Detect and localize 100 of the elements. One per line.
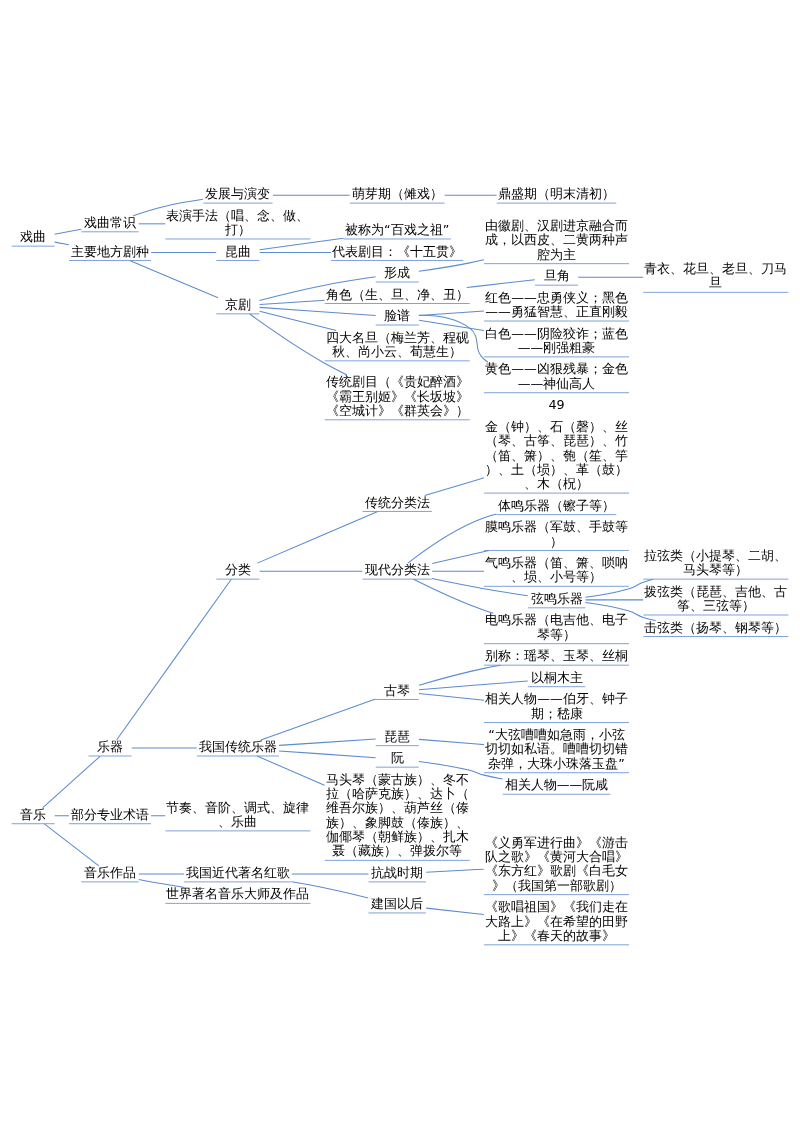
connector: [444, 194, 498, 196]
node-text: 体鸣乐器（镲子等）: [498, 497, 616, 513]
connector: [418, 314, 489, 363]
connector: [256, 755, 326, 786]
connector: [259, 252, 332, 254]
connector: [418, 680, 529, 691]
connector: [466, 279, 536, 289]
node-text: 音乐作品: [84, 864, 137, 880]
connector: [150, 815, 166, 817]
connector: [418, 761, 504, 780]
connector: [413, 578, 494, 614]
node-text: 我国近代著名红歌: [185, 864, 290, 880]
connector: [54, 241, 70, 246]
connector: [131, 747, 198, 749]
connector: [291, 873, 369, 875]
node-text: 阮: [390, 750, 404, 766]
connector: [259, 306, 377, 317]
node-text: 发展与演变: [205, 186, 271, 202]
node-text: 表演手法（唱、念、做、打）: [166, 207, 310, 238]
node-text: 鼎盛期（明末清初）: [498, 186, 616, 202]
node-text: 膜鸣乐器（军鼓、手鼓等）: [485, 519, 629, 549]
node-text: 红色——忠勇侠义；黑色——勇猛智慧、正直刚毅: [485, 289, 628, 320]
node-text: 世界著名音乐大师及作品: [166, 886, 310, 902]
connector: [138, 878, 185, 888]
node-text: 《义勇军进行曲》《游击队之歌》《黄河大合唱》《东方红》歌剧《白毛女》（我国第一部歌剧）: [485, 834, 629, 893]
node-text: 以桐木主: [530, 669, 583, 685]
node-text: 乐器: [97, 739, 124, 755]
connector: [54, 228, 82, 235]
node-text: 分类: [224, 562, 251, 578]
label: 49: [548, 397, 565, 413]
node-text: 现代分类法: [364, 562, 430, 578]
connector: [431, 578, 529, 597]
connector: [258, 276, 377, 301]
connector: [424, 477, 485, 496]
connector: [577, 276, 644, 278]
node-text: 弦鸣乐器: [530, 590, 583, 606]
connector: [42, 755, 101, 809]
connector: [431, 570, 485, 572]
connector: [259, 310, 337, 332]
node-text: 建国以后: [371, 896, 424, 912]
node-text: 别称：瑶琴、玉琴、丝桐: [485, 648, 629, 664]
connector: [259, 570, 363, 572]
node-text: 电鸣乐器（电吉他、电子琴等）: [485, 612, 629, 642]
connector: [585, 599, 644, 601]
node-text: 青衣、花旦、老旦、刀马旦: [644, 261, 788, 291]
connector: [418, 319, 485, 331]
node-text: 传统分类法: [364, 494, 430, 510]
node-text: 戏曲: [20, 229, 47, 245]
node-text: 被称为“百戏之祖”: [345, 222, 450, 238]
connector: [584, 601, 657, 622]
node-text: 部分专业术语: [71, 806, 150, 822]
connector: [407, 513, 498, 564]
node-text: 主要地方剧种: [71, 243, 150, 259]
node-text: 击弦类（扬琴、钢琴等）: [644, 619, 788, 635]
node-text: 传统剧目（《贵妃醉酒》《霸王别姬》《长坂坡》《空城计》《群英会》）: [325, 374, 469, 418]
node-text: 拨弦类（琵琶、吉他、古筝、三弦等）: [644, 583, 788, 614]
node-text: 白色——阴险狡诈；蓝色——刚强粗豪: [485, 325, 628, 355]
connector: [272, 194, 351, 196]
connector: [418, 738, 485, 746]
node-text: 古琴: [384, 682, 411, 698]
node-text: 拉弦类（小提琴、二胡、马头琴等）: [644, 547, 788, 578]
connector: [260, 698, 377, 741]
connector: [418, 664, 501, 686]
node-text: 金（钟）、石（磬）、丝（琴、古筝、琵琶）、竹（笛、箫）、匏（笙、竽）、土（埙）、革（鼓）、木（柷）: [485, 418, 629, 492]
connector: [54, 815, 70, 817]
connector: [150, 252, 217, 254]
node-text: 昆曲: [224, 243, 251, 259]
node-text: 黄色——凶狠残暴；金色——神仙高人: [485, 361, 628, 391]
connector: [132, 198, 204, 217]
node-text: 由徽剧、汉剧进京融合而成，以西皮、二黄两种声腔为主: [485, 218, 629, 262]
node-text: 马头琴（蒙古族）、冬不拉（哈萨克族）、达卜（维吾尔族）、葫芦丝（傣族）、象脚鼓（傣族）、伽倻琴（朝鲜族）、扎木聂（藏族）、弹拨尔等: [325, 771, 469, 859]
node-text: 气鸣乐器（笛、箫、唢呐、埙、小号等）: [485, 555, 629, 585]
node-text: “大弦嘈嘈如急雨，小弦切切如私语。嘈嘈切切错杂弹，大珠小珠落玉盘”: [485, 727, 629, 771]
node-text: 相关人物——阮咸: [504, 777, 609, 793]
connector: [584, 578, 654, 598]
node-text: 形成: [384, 265, 411, 281]
node-text: 戏曲常识: [84, 214, 137, 230]
node-text: 萌芽期（傩戏）: [351, 186, 443, 202]
connector: [249, 313, 348, 376]
connector: [43, 823, 100, 867]
node-text: 我国传统乐器: [198, 739, 277, 755]
connector: [425, 868, 485, 873]
node-text: 京剧: [224, 296, 251, 312]
connector: [418, 259, 485, 272]
node-text: 音乐: [20, 806, 47, 822]
connector: [138, 223, 166, 225]
node-text: 四大名旦（梅兰芳、程砚秋、尚小云、荀慧生）: [325, 329, 469, 359]
node-text: 抗战时期: [371, 864, 424, 880]
connector: [278, 738, 377, 746]
node-text: 相关人物——伯牙、钟子期；嵇康: [485, 691, 628, 721]
connector: [138, 873, 185, 875]
connector: [431, 550, 490, 564]
connector: [425, 907, 485, 916]
connector: [259, 299, 326, 306]
connector: [129, 260, 219, 299]
node-text: 代表剧目：《十五贯》: [332, 243, 463, 259]
connector: [259, 237, 344, 251]
node-text: 琵琶: [384, 728, 411, 744]
connector: [116, 578, 232, 741]
node-text: 节奏、音阶、调式、旋律、乐曲: [166, 799, 310, 829]
